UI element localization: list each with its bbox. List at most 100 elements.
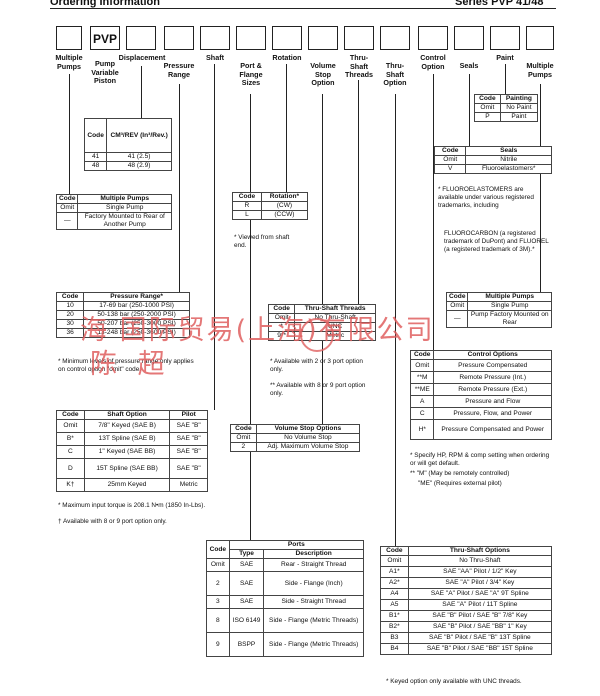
- cell: 8: [206, 608, 230, 633]
- cell: D: [56, 458, 85, 479]
- cell: SAE "A" Pilot / SAE "A" 9T Spline: [407, 588, 553, 600]
- page-title: Ordering Information: [50, 0, 160, 8]
- label-control: Control Option: [420, 53, 446, 71]
- th-code: Code: [55, 194, 79, 204]
- cell: Omit: [474, 103, 501, 113]
- th-desc: Seals: [465, 146, 552, 156]
- cell: P: [474, 112, 501, 122]
- header-rule: [50, 8, 556, 9]
- th-desc: Description: [263, 549, 364, 559]
- th-code: Code: [232, 192, 262, 202]
- cell: 13T Spline (SAE B): [83, 432, 171, 446]
- cell: Side - Flange (Metric Threads): [263, 608, 364, 633]
- cell: SAE "B" Pilot / SAE "BB" 15T Spline: [407, 643, 553, 655]
- cell: No Thru-Shaft: [407, 555, 553, 567]
- cell: L: [232, 210, 262, 220]
- cell: Pressure Compensated and Power: [433, 419, 552, 440]
- connector: [141, 66, 142, 118]
- box-multiple-pumps: [56, 26, 82, 50]
- cell: 13-248 bar (250-3600 PSI): [83, 328, 190, 338]
- connector: [433, 74, 434, 350]
- cell: SAE "B": [169, 419, 208, 433]
- cell: 48 (2.9): [106, 161, 172, 171]
- watermark-line-2: 陈 超: [90, 349, 171, 380]
- cell: A5: [380, 599, 409, 611]
- th-desc: Painting: [499, 94, 539, 104]
- connector: [69, 74, 70, 194]
- th-desc: Control Options: [433, 350, 552, 360]
- label-shaft: Shaft: [206, 53, 224, 62]
- connector: [179, 84, 180, 292]
- rotation-note: * Viewed from shaft end.: [234, 234, 290, 249]
- th-desc: Thru-Shaft Options: [407, 546, 553, 556]
- connector: [395, 94, 396, 546]
- box-paint: [490, 26, 520, 50]
- cell: SAE "AA" Pilot / 1/2" Key: [407, 566, 553, 578]
- seals-note-1: * FLUOROELASTOMERS are available under v…: [438, 186, 534, 209]
- cell: B2*: [380, 621, 409, 633]
- cell: Omit: [206, 558, 230, 572]
- box-control: [418, 26, 448, 50]
- th-desc: Volume Stop Options: [255, 424, 361, 434]
- cell: SAE "A" Pilot / 3/4" Key: [407, 577, 553, 589]
- th-code: Code: [433, 146, 467, 156]
- cell: Omit: [56, 419, 85, 433]
- cell: ISO 6149: [228, 608, 265, 633]
- cell: Side - Flange (Inch): [263, 571, 364, 596]
- cell: 7/8" Keyed (SAE B): [83, 419, 171, 433]
- control-note-2: ** "M" (May be remotely controlled): [410, 470, 510, 477]
- cell: Side - Flange (Metric Threads): [263, 632, 364, 657]
- th-code: Code: [409, 350, 435, 360]
- cell: —: [445, 310, 469, 328]
- connector: [214, 64, 215, 410]
- cell: 2: [206, 571, 230, 596]
- cell: 15T Spline (SAE BB): [83, 458, 171, 479]
- cell: 41 (2.5): [106, 152, 172, 162]
- cell: Single Pump: [77, 203, 172, 213]
- cell: No Volume Stop: [255, 433, 361, 443]
- cell: B*: [56, 432, 85, 446]
- box-pvp: PVP: [90, 26, 120, 50]
- th-code: Code: [56, 410, 85, 420]
- connector: [286, 64, 287, 192]
- th-code: Code: [83, 118, 108, 153]
- cell: A: [409, 395, 435, 408]
- label-volume-stop: Volume Stop Option: [310, 61, 336, 87]
- cell: Remote Pressure (Ext.): [433, 383, 552, 396]
- cell: Factory Mounted to Rear of Another Pump: [77, 212, 172, 230]
- control-note-1: * Specify HP, RPM & comp setting when or…: [410, 452, 550, 467]
- label-multiple-pumps-r: Multiple Pumps: [526, 61, 554, 79]
- label-thru-threads: Thru-Shaft Threads: [345, 53, 373, 79]
- cell: B4: [380, 643, 409, 655]
- cell: A1*: [380, 566, 409, 578]
- box-seals: [454, 26, 484, 50]
- th-code: Code: [206, 540, 230, 559]
- th-desc: Multiple Pumps: [77, 194, 172, 204]
- cell: SAE: [228, 571, 265, 596]
- cell: Adj. Maximum Volume Stop: [255, 442, 361, 452]
- cell: 9**: [267, 331, 296, 341]
- label-multiple-pumps: Multiple Pumps: [55, 53, 83, 71]
- th-pilot: Pilot: [169, 410, 208, 420]
- cell: 1" Keyed (SAE BB): [83, 445, 171, 459]
- cell: 3: [206, 595, 230, 609]
- cell: —: [55, 212, 79, 230]
- cell: **ME: [409, 383, 435, 396]
- cell: Remote Pressure (Int.): [433, 371, 552, 384]
- cell: 2: [230, 442, 257, 452]
- cell: C: [56, 445, 85, 459]
- box-thru-threads: [344, 26, 374, 50]
- cell: 48: [83, 161, 108, 171]
- cell: SAE "B" Pilot / SAE "BB" 1" Key: [407, 621, 553, 633]
- watermark-line-1: 海 国际贸易(上海)有限公司: [80, 315, 435, 346]
- cell: Omit: [380, 555, 409, 567]
- cell: Metric: [169, 478, 208, 492]
- th-desc: Multiple Pumps: [467, 292, 552, 302]
- label-seals: Seals: [459, 61, 479, 70]
